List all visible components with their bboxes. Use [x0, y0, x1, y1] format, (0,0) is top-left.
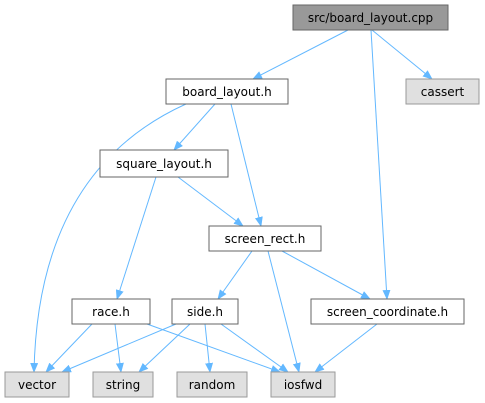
node-board-layout-cpp[interactable]: src/board_layout.cpp: [292, 4, 449, 31]
edge-board-layout-h-to-square-layout-h: [173, 103, 216, 151]
node-screen-coordinate-h[interactable]: screen_coordinate.h: [310, 298, 465, 325]
node-side-h[interactable]: side.h: [171, 298, 239, 325]
edge-board-layout-cpp-to-board-layout-h: [252, 29, 349, 80]
node-string[interactable]: string: [92, 371, 154, 398]
node-label: screen_coordinate.h: [327, 305, 448, 319]
node-screen-rect-h[interactable]: screen_rect.h: [208, 225, 322, 252]
node-cassert[interactable]: cassert: [405, 78, 480, 105]
node-label: screen_rect.h: [225, 232, 306, 246]
edge-race-h-to-vector: [45, 323, 93, 373]
edge-side-h-to-random: [204, 323, 214, 373]
edge-board-layout-cpp-to-cassert: [371, 29, 433, 80]
node-race-h[interactable]: race.h: [71, 298, 151, 325]
edge-side-h-to-vector: [61, 323, 177, 373]
node-label: cassert: [421, 85, 465, 99]
node-label: race.h: [92, 305, 130, 319]
edge-square-layout-h-to-screen-rect-h: [177, 176, 244, 227]
edge-layer: [30, 29, 433, 373]
node-label: vector: [18, 378, 56, 392]
edge-board-layout-cpp-to-screen-coordinate-h: [370, 29, 391, 300]
edge-board-layout-h-to-screen-rect-h: [230, 103, 263, 227]
edge-board-layout-h-to-vector: [30, 103, 187, 373]
node-label: side.h: [187, 305, 223, 319]
edge-square-layout-h-to-race-h: [115, 176, 157, 300]
node-label: src/board_layout.cpp: [308, 11, 433, 25]
node-label: string: [106, 378, 140, 392]
node-label: iosfwd: [284, 378, 322, 392]
edge-screen-rect-h-to-screen-coordinate-h: [281, 250, 371, 300]
edge-side-h-to-iosfwd: [220, 323, 289, 373]
node-label: random: [189, 378, 236, 392]
node-square-layout-h[interactable]: square_layout.h: [99, 149, 229, 178]
node-iosfwd[interactable]: iosfwd: [270, 371, 336, 398]
edge-screen-rect-h-to-iosfwd: [267, 250, 301, 373]
edge-screen-rect-h-to-side-h: [217, 250, 253, 300]
node-vector[interactable]: vector: [4, 371, 70, 398]
edge-race-h-to-iosfwd: [146, 323, 281, 373]
node-label: square_layout.h: [116, 157, 212, 171]
node-label: board_layout.h: [182, 85, 272, 99]
edge-screen-coordinate-h-to-iosfwd: [314, 323, 378, 373]
node-random[interactable]: random: [176, 371, 248, 398]
node-board-layout-h[interactable]: board_layout.h: [165, 78, 289, 105]
edge-side-h-to-string: [138, 323, 191, 373]
